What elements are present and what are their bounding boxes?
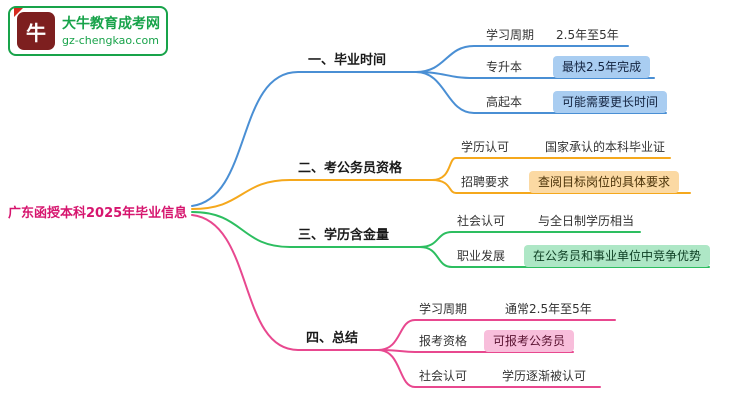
connector-branch-4-child-3	[377, 349, 601, 388]
branch-4-child-2-value: 可报考公务员	[484, 330, 575, 352]
branch-1-child-2-value: 最快2.5年完成	[553, 56, 651, 78]
connector-branch-2	[191, 179, 433, 210]
branch-1-label: 一、毕业时间	[308, 53, 387, 68]
logo-text: 大牛教育成考网 gz-chengkao.com	[62, 15, 160, 48]
branch-4-child-1-label: 学习周期	[419, 302, 468, 316]
branch-3-child-1-value: 与全日制学历相当	[538, 214, 635, 228]
branch-1-child-2-label: 专升本	[486, 60, 523, 74]
logo-glyph: 牛	[26, 20, 46, 45]
branch-1-child-3-value: 可能需要更长时间	[553, 91, 668, 113]
branch-2-label: 二、考公务员资格	[298, 161, 403, 176]
branch-4-child-2-label: 报考资格	[419, 334, 468, 348]
connector-branch-1-child-1	[415, 45, 629, 73]
branch-2-child-2-label: 招聘要求	[461, 175, 510, 189]
connector-branch-2-child-2	[431, 179, 691, 194]
branch-3-child-2-label: 职业发展	[457, 249, 506, 263]
branch-1-child-1-value: 2.5年至5年	[556, 28, 619, 42]
branch-3-child-1-label: 社会认可	[457, 214, 506, 228]
connector-branch-3-child-2	[419, 246, 710, 268]
connector-branch-3	[191, 211, 421, 248]
branch-4-child-3-label: 社会认可	[419, 369, 468, 383]
logo-ox-icon: 牛	[14, 8, 55, 50]
branch-2-child-1-value: 国家承认的本科毕业证	[545, 140, 666, 154]
connector-branch-1-child-3	[415, 71, 667, 114]
branch-4-label: 四、总结	[306, 331, 359, 346]
connector-branch-2-child-1	[431, 157, 671, 181]
connector-branch-1	[191, 71, 417, 207]
branch-3-child-2-value: 在公务员和事业单位中竞争优势	[524, 245, 711, 267]
branch-4-child-1-value: 通常2.5年至5年	[505, 302, 592, 316]
flag-icon	[14, 8, 23, 17]
branch-2-child-1-label: 学历认可	[461, 140, 510, 154]
site-domain: gz-chengkao.com	[62, 33, 159, 47]
root-node: 广东函授本科2025年毕业信息	[8, 206, 188, 221]
site-name: 大牛教育成考网	[62, 15, 160, 32]
site-logo: 牛 大牛教育成考网 gz-chengkao.com	[8, 6, 168, 56]
branch-1-child-1-label: 学习周期	[486, 28, 535, 42]
connector-branch-4-child-1	[377, 319, 616, 351]
branch-2-child-2-value: 查阅目标岗位的具体要求	[529, 171, 680, 193]
branch-3-label: 三、学历含金量	[298, 228, 390, 243]
connector-branch-4	[191, 214, 379, 351]
branch-1-child-3-label: 高起本	[486, 95, 523, 109]
branch-4-child-3-value: 学历逐渐被认可	[502, 369, 587, 383]
connector-branch-3-child-1	[419, 231, 641, 248]
